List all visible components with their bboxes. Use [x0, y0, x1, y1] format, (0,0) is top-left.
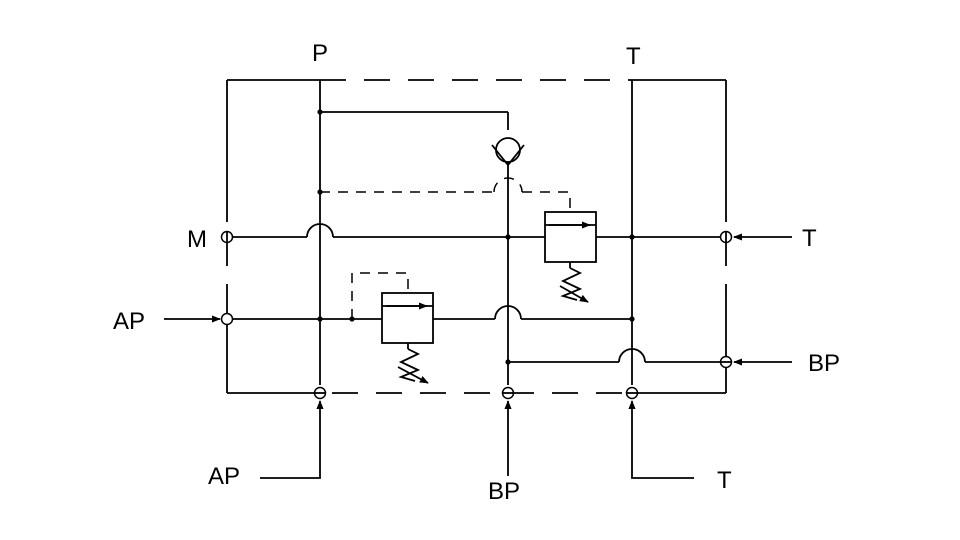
port-t-right [719, 230, 733, 244]
label-t-right: T [802, 225, 817, 252]
label-ap-left: AP [113, 308, 145, 335]
label-bp-right: BP [808, 350, 840, 377]
port-t-bottom [625, 386, 639, 400]
relief-valve-bp [544, 211, 597, 303]
pilot-line [320, 177, 571, 212]
m-gauge-line [233, 223, 720, 238]
label-top-t: T [626, 43, 641, 70]
label-top-p: P [312, 40, 328, 67]
label-ap-bottom: AP [208, 463, 240, 490]
label-bp-bottom: BP [488, 478, 520, 505]
port-ap-left [220, 312, 234, 326]
label-m: M [187, 226, 207, 253]
ap-line [233, 305, 632, 320]
bp-line [508, 348, 720, 363]
arrow-ap-bottom [260, 400, 324, 479]
junction-dots [317, 109, 635, 365]
port-bp-right [719, 355, 733, 369]
label-t-bottom: T [717, 467, 732, 494]
arrow-t-bottom [628, 400, 694, 479]
pressure-line-p [319, 80, 509, 385]
port-m [220, 230, 234, 244]
relief-valve-ap [351, 272, 434, 384]
port-ap-bottom [313, 386, 327, 400]
port-bp-bottom [501, 386, 515, 400]
check-valve [491, 137, 525, 167]
